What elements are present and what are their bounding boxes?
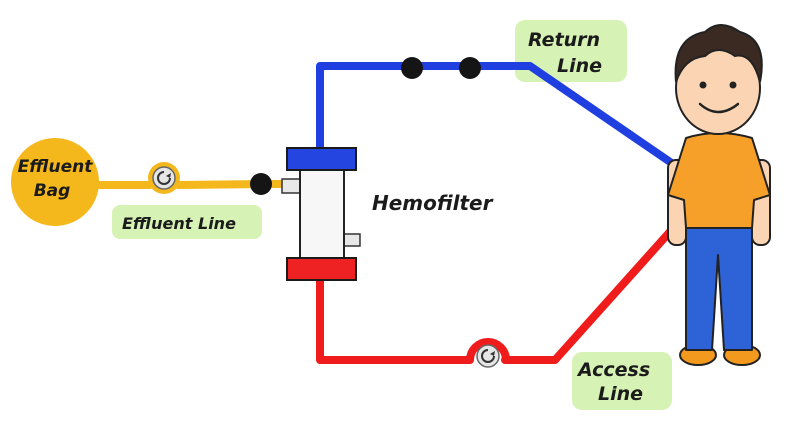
filter-cap-top	[286, 147, 357, 171]
access-line-label-2: Line	[598, 383, 643, 405]
effluent-bag-label: Effluent	[18, 157, 94, 177]
patient-pants	[685, 214, 753, 351]
clamp-icon	[459, 57, 481, 79]
filter-cap-bottom	[286, 257, 357, 281]
patient-smile	[698, 102, 740, 114]
access-pump-housing	[466, 338, 510, 361]
patient-icon	[667, 24, 771, 366]
clamp-icon	[401, 57, 423, 79]
return-line	[316, 62, 680, 170]
hemofilter	[281, 147, 361, 281]
patient-hair	[674, 24, 763, 83]
access-line	[316, 221, 680, 364]
return-line-label-2: Line	[557, 55, 602, 77]
return-line-label: Return	[528, 29, 600, 51]
roller-pump-icon	[152, 166, 176, 190]
effluent-line-highlight	[112, 205, 262, 239]
patient-eye-left	[699, 81, 707, 89]
hemofilter-label: Hemofilter	[372, 191, 494, 215]
return-line-highlight	[515, 20, 627, 82]
effluent-line-label: Effluent Line	[122, 214, 236, 233]
patient-eye-right	[729, 81, 737, 89]
label-highlights	[112, 20, 672, 410]
effluent-bag-label-2: Bag	[34, 181, 71, 201]
access-line-highlight	[572, 352, 672, 410]
effluent-bag	[11, 138, 99, 226]
access-line-label: Access	[576, 359, 650, 381]
filter-body	[299, 167, 345, 261]
clamp-icon	[250, 173, 272, 195]
roller-pump-icon	[476, 344, 500, 368]
filter-port-effluent	[281, 178, 301, 194]
filter-port-side	[343, 233, 361, 247]
patient-shirt	[667, 132, 771, 229]
